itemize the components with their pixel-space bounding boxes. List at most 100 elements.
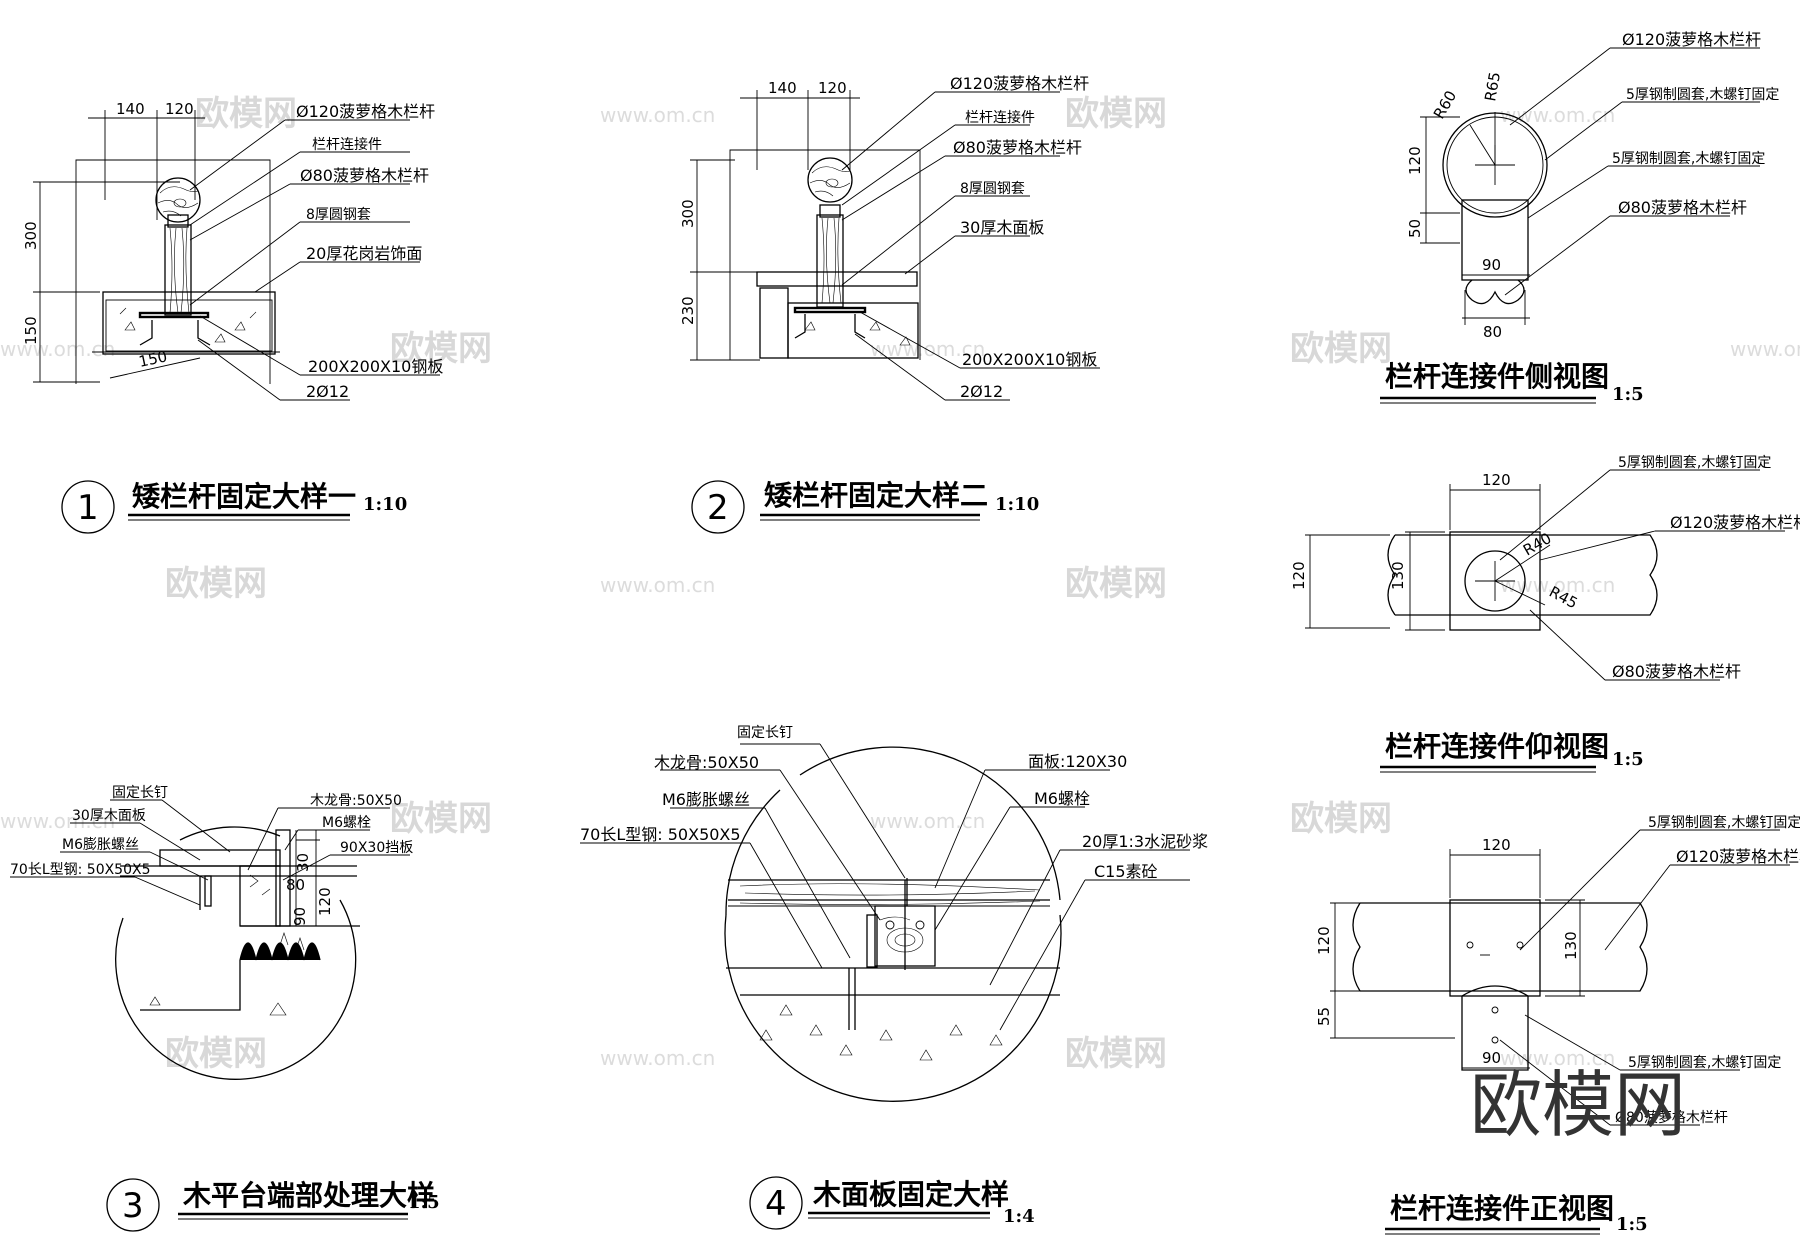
label-railing-120: Ø120菠萝格木栏杆 [296,102,435,121]
dim-90: 90 [1482,1049,1501,1067]
watermark-brand: 欧模网 [390,329,492,369]
watermark-site: www.om.cn [1500,1046,1615,1070]
label-steel-sleeve: 8厚圆钢套 [960,181,1025,197]
watermark-brand: 欧模网 [1065,564,1167,604]
label-railing-80: Ø80菠萝格木栏杆 [1615,1110,1728,1126]
detail-title: 木面板固定大样 [812,1178,1009,1211]
watermark-site: www.om.cn [870,809,985,833]
watermarks: 欧模网 欧模网 欧模网 欧模网 欧模网 欧模网 欧模网 欧模网 欧模网 欧模网 … [0,94,1800,1074]
detail-scale: 1:10 [363,494,407,515]
dim-55: 55 [1315,1007,1333,1026]
dim-150v: 150 [22,316,40,345]
dim-300: 300 [22,221,40,250]
label-m6-bolt: M6螺栓 [322,815,371,831]
label-steel-ring-1: 5厚钢制圆套,木螺钉固定 [1648,815,1800,831]
dim-120-top: 120 [1482,836,1511,854]
label-fascia: 90X30挡板 [340,840,413,856]
label-granite: 20厚花岗岩饰面 [306,244,422,263]
dim-120: 120 [818,79,847,97]
connector-side-view: R60 R65 120 50 90 80 Ø120菠萝格木栏杆 5厚钢制圆套,木… [1380,30,1779,405]
detail-number: 3 [122,1186,144,1226]
label-expansion-bolt: M6膨胀螺丝 [662,790,750,809]
label-railing-80: Ø80菠萝格木栏杆 [1618,198,1747,217]
dim-80: 80 [286,876,305,894]
dim-120-v: 120 [1290,561,1308,590]
label-rebar: 2Ø12 [306,382,349,401]
dim-120-v: 120 [1315,926,1333,955]
dim-150h: 150 [137,347,169,371]
label-railing-80: Ø80菠萝格木栏杆 [953,138,1082,157]
watermark-site: www.om.cn [600,573,715,597]
detail-3-deck-end-treatment: 30 80 90 120 固定长钉 30厚木面板 M6膨胀螺丝 70长L型钢: … [10,785,440,1232]
detail-2-low-railing-fixing: 140 120 300 230 [679,74,1100,534]
dim-r40: R40 [1520,529,1555,559]
label-l-steel: 70长L型钢: 50X50X5 [580,825,741,844]
watermark-brand: 欧模网 [1065,1034,1167,1074]
watermark-site: www.om.cn [1730,337,1800,361]
label-nail: 固定长钉 [112,785,168,801]
dim-130: 130 [1562,931,1580,960]
watermark-brand: 欧模网 [1290,799,1392,839]
detail-title: 矮栏杆固定大样一 [132,480,356,513]
watermark-site: www.om.cn [0,337,115,361]
dim-90: 90 [1482,256,1501,274]
label-joist: 木龙骨:50X50 [654,753,759,772]
detail-title: 木平台端部处理大样 [182,1179,435,1212]
view-title: 栏杆连接件正视图 [1390,1192,1614,1225]
label-deck-board: 面板:120X30 [1028,752,1127,771]
detail-number: 4 [765,1184,787,1224]
dim-50: 50 [1406,219,1424,238]
label-steel-sleeve: 8厚圆钢套 [306,207,371,223]
detail-number-circle [61,480,115,534]
watermark-brand: 欧模网 [165,1034,267,1074]
dim-230: 230 [679,296,697,325]
detail-scale: 1:10 [995,494,1039,515]
detail-scale: 1:4 [1003,1206,1035,1227]
dim-90: 90 [291,907,309,926]
label-railing-80: Ø80菠萝格木栏杆 [300,166,429,185]
watermark-brand: 欧模网 [1290,329,1392,369]
label-expansion-bolt: M6膨胀螺丝 [62,836,139,853]
watermark-site: www.om.cn [870,337,985,361]
label-railing-120: Ø120菠萝格木栏杆 [950,74,1089,93]
watermark-site: www.om.cn [600,1046,715,1070]
label-steel-plate: 200X200X10钢板 [308,357,443,376]
watermark-brand: 欧模网 [1065,94,1167,134]
dim-300: 300 [679,199,697,228]
label-mortar: 20厚1:3水泥砂浆 [1082,832,1208,851]
dim-130: 130 [1389,561,1407,590]
label-rebar: 2Ø12 [960,382,1003,401]
label-railing-80: Ø80菠萝格木栏杆 [1612,662,1741,681]
dim-120: 120 [316,887,334,916]
connector-bottom-view: R40 R45 120 120 130 5厚钢制圆套,木螺钉固定 Ø120菠萝格… [1290,455,1800,773]
detail-1-low-railing-fixing: 140 120 300 150 [22,100,443,534]
watermark-site: www.om.cn [600,103,715,127]
dim-80: 80 [1483,323,1502,341]
label-concrete: C15素砼 [1094,862,1158,881]
detail-scale: 1:5 [408,1192,440,1213]
label-railing-120: Ø120菠萝格木栏杆 [1622,30,1761,49]
label-steel-ring-2: 5厚钢制圆套,木螺钉固定 [1628,1055,1781,1071]
dim-120-top: 120 [1482,471,1511,489]
label-railing-120: Ø120菠萝格木栏杆 [1670,513,1800,532]
label-steel-ring-2: 5厚钢制圆套,木螺钉固定 [1612,151,1765,167]
dim-120: 120 [1406,146,1424,175]
detail-number: 2 [707,488,729,528]
label-nail: 固定长钉 [737,725,793,741]
label-m6-bolt: M6螺栓 [1034,789,1090,808]
dim-r65: R65 [1481,71,1504,103]
label-joist: 木龙骨:50X50 [310,793,402,809]
detail-number: 1 [77,488,99,528]
view-title: 栏杆连接件仰视图 [1385,730,1609,763]
view-scale: 1:5 [1612,384,1644,405]
detail-number-circle [106,1178,160,1232]
detail-4-deck-board-fixing: 固定长钉 木龙骨:50X50 M6膨胀螺丝 70长L型钢: 50X50X5 面板… [580,725,1208,1230]
watermark-site: www.om.cn [1500,103,1615,127]
watermark-brand: 欧模网 [195,94,297,134]
detail-title: 矮栏杆固定大样二 [764,479,988,512]
watermark-brand: 欧模网 [390,799,492,839]
view-scale: 1:5 [1616,1214,1648,1235]
watermark-logo: 欧模网 [1470,1063,1686,1147]
view-scale: 1:5 [1612,749,1644,770]
